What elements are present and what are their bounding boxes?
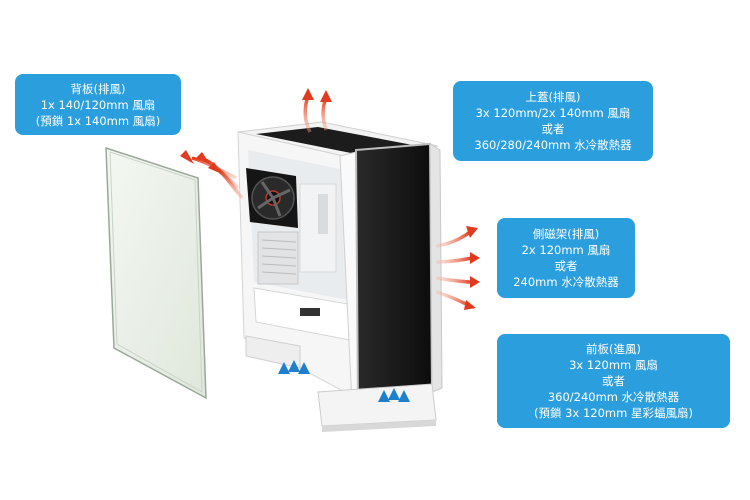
top-exhaust-callout: 上蓋(排風) 3x 120mm/2x 140mm 風扇 或者 360/280/2… — [453, 81, 653, 161]
side-exhaust-arrows — [435, 226, 480, 310]
bottom-intake-arrows — [278, 360, 310, 404]
side-callout-line-1: 側磁架(排風) — [532, 227, 600, 241]
rear-exhaust-arrows — [180, 150, 244, 200]
rear-callout-line-3: (預鎖 1x 140mm 風扇) — [35, 113, 161, 128]
rear-fan — [246, 168, 298, 228]
front-callout-line-2: 3x 120mm 風扇 — [569, 358, 658, 372]
front-callout-line-5: (預鎖 3x 120mm 星彩蝠風扇) — [534, 406, 693, 420]
front-callout-line-1: 前板(進風) — [586, 342, 641, 356]
side-callout-line-2: 2x 120mm 風扇 — [521, 243, 611, 257]
expansion-slots — [257, 231, 299, 285]
rear-callout-line-1: 背板(排風) — [70, 81, 126, 96]
rear-callout-line-2: 1x 140/120mm 風扇 — [40, 97, 156, 112]
side-callout-line-4: 240mm 水冷散熱器 — [513, 275, 619, 289]
top-callout-line-3: 或者 — [541, 122, 565, 136]
rear-exhaust-callout: 背板(排風) 1x 140/120mm 風扇 (預鎖 1x 140mm 風扇) — [15, 74, 181, 135]
front-callout-line-4: 360/240mm 水冷散熱器 — [547, 390, 680, 404]
top-exhaust-arrows — [302, 88, 332, 133]
glass-side-panel — [105, 146, 207, 400]
pc-case — [237, 121, 443, 432]
side-callout-line-3: 或者 — [554, 259, 578, 273]
front-callout-line-3: 或者 — [602, 374, 625, 388]
top-callout-line-1: 上蓋(排風) — [525, 90, 581, 104]
top-callout-line-2: 3x 120mm/2x 140mm 風扇 — [475, 106, 631, 120]
top-callout-line-4: 360/280/240mm 水冷散熱器 — [474, 138, 632, 152]
front-intake-arrows — [378, 388, 410, 434]
front-intake-callout: 前板(進風) 3x 120mm 風扇 或者 360/240mm 水冷散熱器 (預… — [497, 334, 730, 428]
side-exhaust-callout: 側磁架(排風) 2x 120mm 風扇 或者 240mm 水冷散熱器 — [497, 218, 635, 298]
